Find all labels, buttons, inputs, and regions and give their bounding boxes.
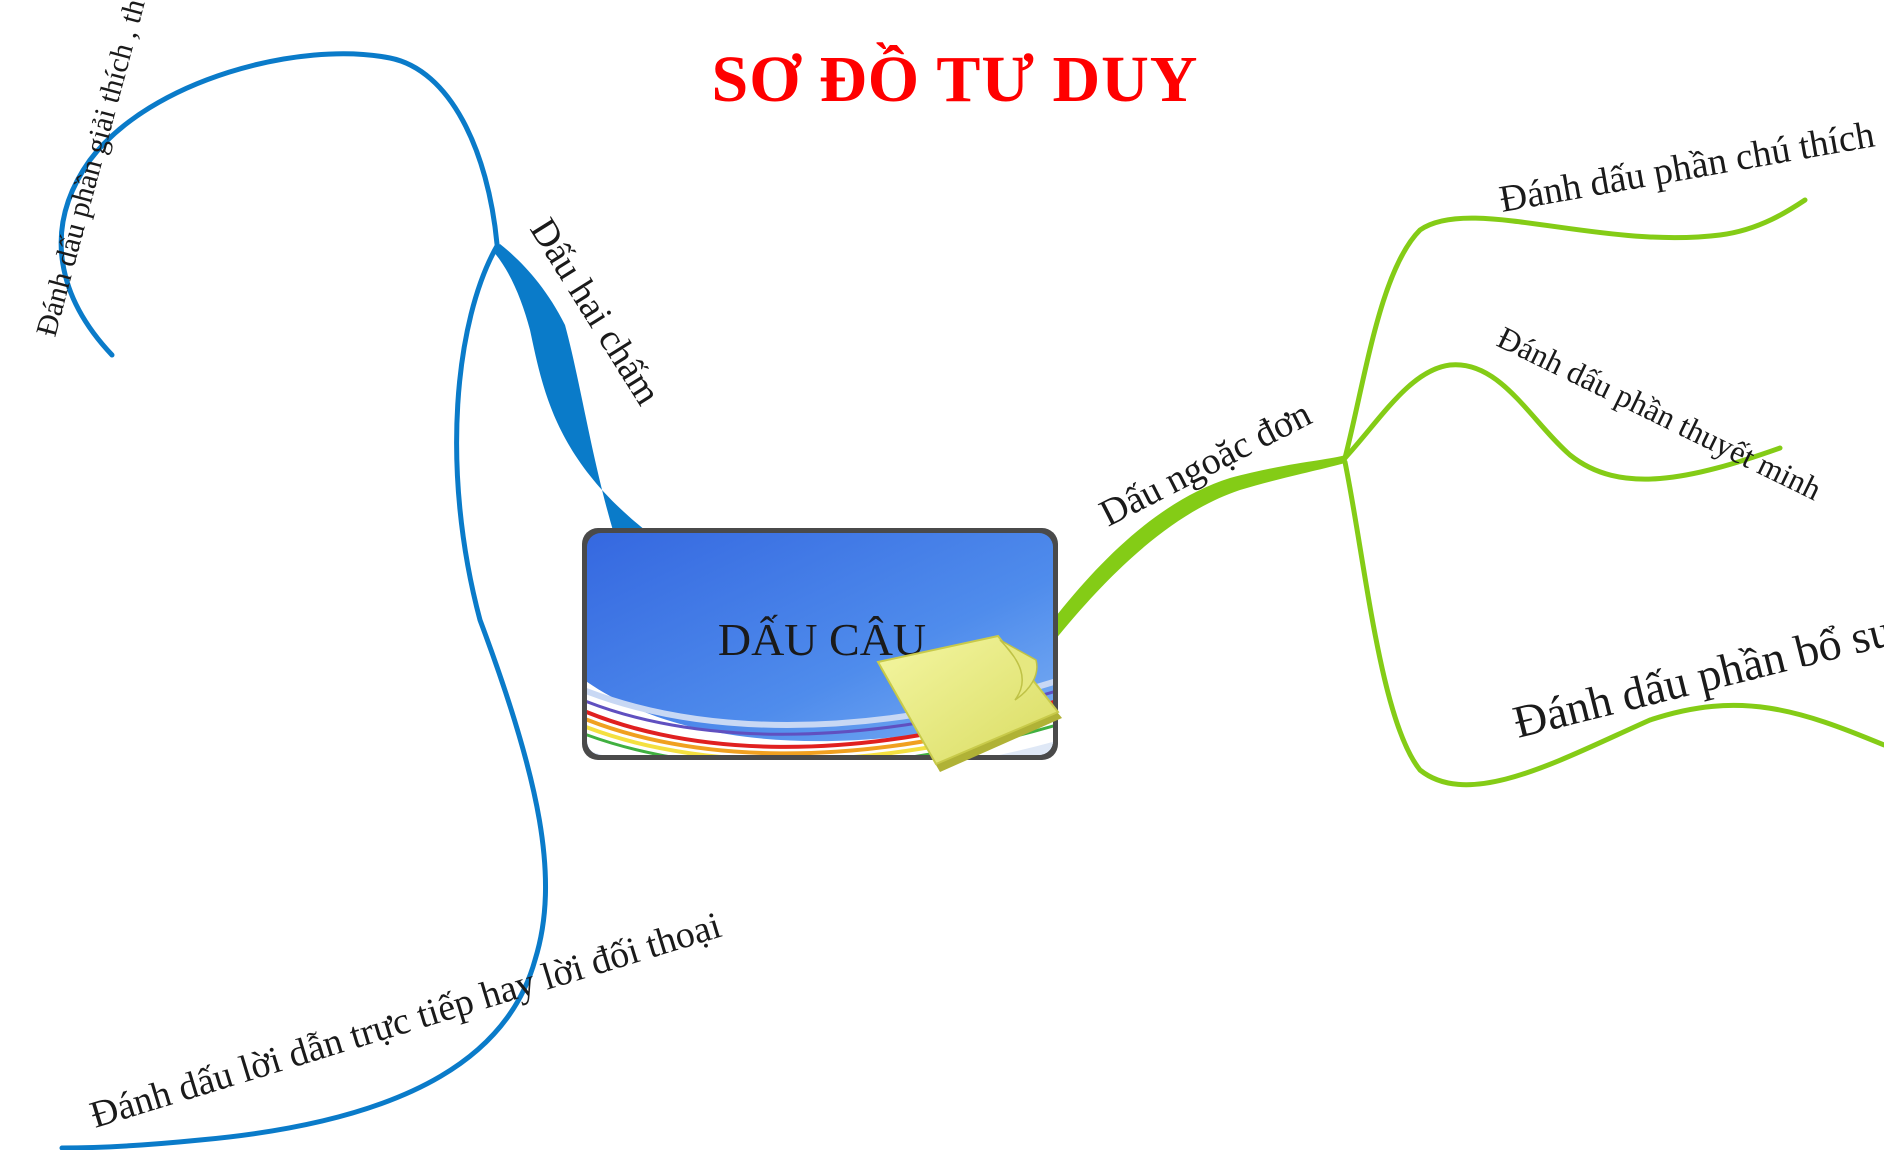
child-label-chu-thich: Đánh dấu phần chú thích	[1496, 114, 1877, 221]
branch-curve-top-right	[1342, 197, 1808, 461]
branch-dau-hai-cham	[58, 51, 650, 1150]
center-node: DẤU CÂU	[582, 528, 1062, 772]
branch-label-dau-ngoac-don: Dấu ngoặc đơn	[1093, 393, 1318, 535]
diagram-title: SƠ ĐỒ TƯ DUY	[711, 43, 1199, 116]
branch-curve-middle-right	[1342, 362, 1783, 482]
center-node-label: DẤU CÂU	[718, 613, 926, 665]
branch-curve-upper-left	[58, 51, 500, 358]
branch-curve-bottom-right	[1342, 459, 1884, 788]
branch-dau-ngoac-don	[1053, 197, 1884, 788]
branch-stem-green	[1053, 455, 1345, 640]
child-label-giai-thich: Đánh dấu phần giải thích , thuyết minh	[30, 0, 183, 340]
sticky-note-icon	[876, 634, 1062, 772]
child-label-loi-dan: Đánh dấu lời dẫn trực tiếp hay lời đối t…	[85, 904, 726, 1136]
branch-stem-blue	[492, 244, 650, 534]
branch-curve-lower-left	[59, 243, 548, 1150]
